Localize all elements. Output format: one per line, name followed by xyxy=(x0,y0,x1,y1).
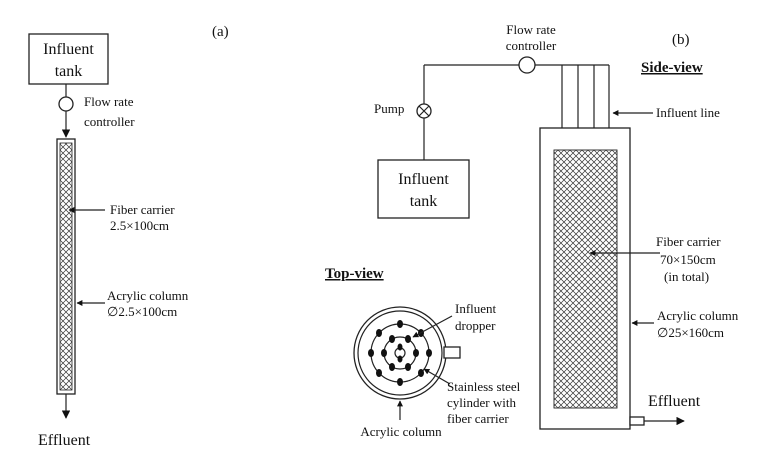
flow-controller-b-line1: Flow rate xyxy=(506,22,556,37)
steel-cylinder-line1: Stainless steel xyxy=(447,379,521,394)
fiber-carrier-b xyxy=(553,149,618,409)
effluent-b: Effluent xyxy=(648,393,701,410)
panel-b: (b) Flow rate controller Side-view Pump … xyxy=(325,22,739,439)
fiber-carrier-b-line1: Fiber carrier xyxy=(656,234,721,249)
influent-tank-a-line2: tank xyxy=(55,63,83,80)
influent-dropper-line2: dropper xyxy=(455,318,496,333)
panel-b-label: (b) xyxy=(672,32,690,48)
effluent-a: Effluent xyxy=(38,432,91,449)
influent-tank-b-line1: Influent xyxy=(398,171,449,188)
flow-controller-a-icon xyxy=(58,96,74,112)
effluent-pipe-b xyxy=(629,416,645,426)
fiber-carrier-b-line2: 70×150cm xyxy=(660,252,716,267)
influent-tank-a xyxy=(28,33,109,85)
influent-line-label: Influent line xyxy=(656,105,720,120)
fiber-carrier-a xyxy=(59,142,73,391)
steel-cylinder-line3: fiber carrier xyxy=(447,411,509,426)
influent-dropper-line1: Influent xyxy=(455,301,497,316)
fiber-carrier-a-line1: Fiber carrier xyxy=(110,202,175,217)
top-view-acrylic-column: Acrylic column xyxy=(360,424,442,439)
fiber-carrier-a-line2: 2.5×100cm xyxy=(110,218,169,233)
panel-a-label: (a) xyxy=(212,24,229,40)
acrylic-column-b-line1: Acrylic column xyxy=(657,308,739,323)
flow-controller-b-icon xyxy=(518,56,536,74)
fiber-carrier-b-line3: (in total) xyxy=(664,269,709,284)
panel-a: (a) Influent tank Flow rate controller F… xyxy=(28,24,229,449)
steel-cylinder-line2: cylinder with xyxy=(447,395,516,410)
top-view-outlet xyxy=(443,346,461,359)
acrylic-column-b-line2: ∅25×160cm xyxy=(657,325,724,340)
acrylic-column-a-line1: Acrylic column xyxy=(107,288,189,303)
side-view-title: Side-view xyxy=(641,60,703,76)
flow-controller-b-line2: controller xyxy=(506,38,557,53)
influent-tank-b xyxy=(377,159,470,219)
acrylic-column-a-line2: ∅2.5×100cm xyxy=(107,304,177,319)
top-view-title: Top-view xyxy=(325,266,384,282)
pump-label: Pump xyxy=(374,101,404,116)
influent-tank-a-line1: Influent xyxy=(43,41,94,58)
influent-tank-b-line2: tank xyxy=(410,193,438,210)
flow-controller-a-line1: Flow rate xyxy=(84,94,134,109)
flow-controller-a-line2: controller xyxy=(84,114,135,129)
